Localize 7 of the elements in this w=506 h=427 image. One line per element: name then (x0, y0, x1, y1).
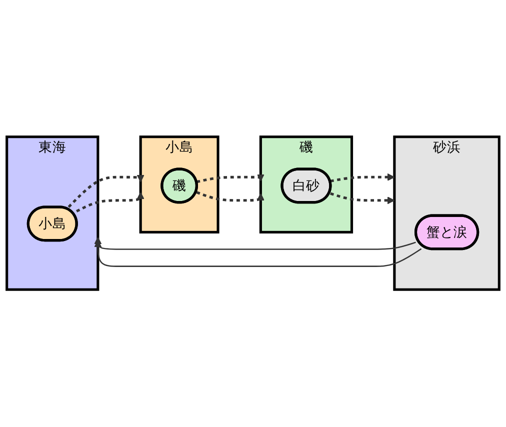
arrow (196, 174, 264, 184)
arrow (330, 174, 395, 183)
arrow (76, 192, 144, 213)
arrow (68, 174, 144, 208)
arrow (196, 191, 264, 202)
arrow (330, 192, 395, 204)
arrow (94, 237, 416, 250)
